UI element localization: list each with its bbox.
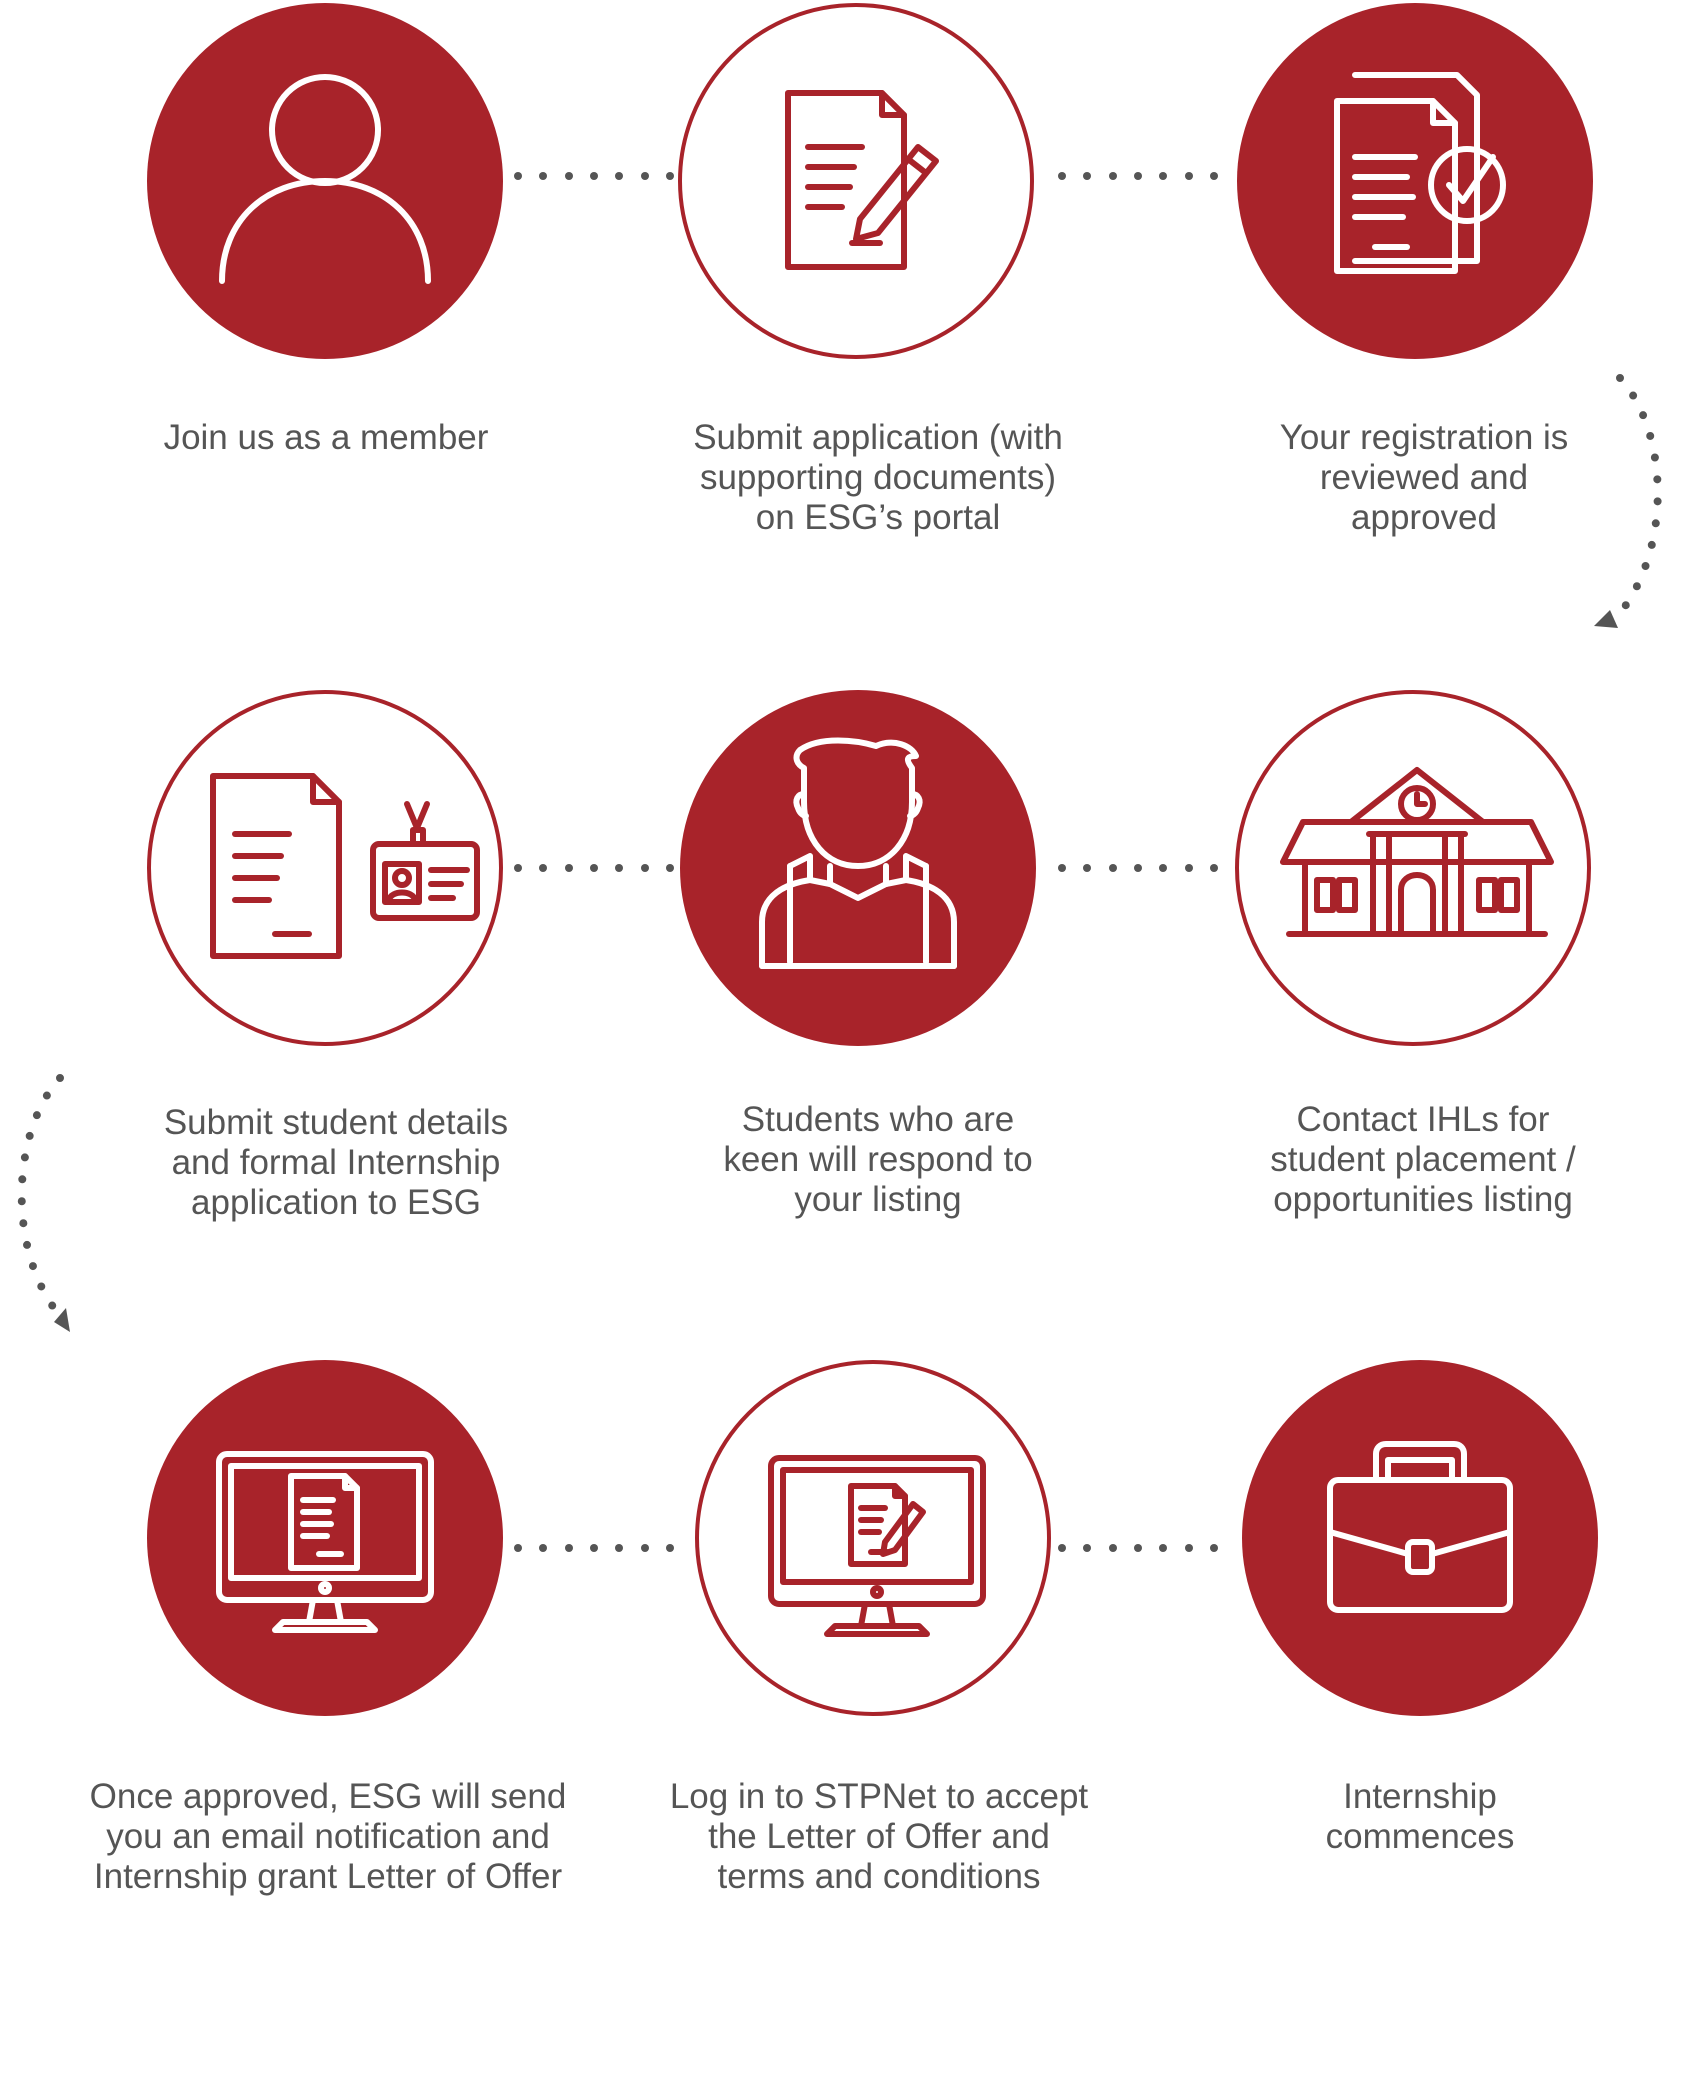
student-icon (759, 737, 957, 969)
step-2-circle (678, 3, 1034, 359)
monitor-document-pen-icon (768, 1455, 986, 1637)
document-id-card-icon (210, 773, 480, 959)
connector-7-8 (514, 1544, 674, 1552)
step-8-circle (695, 1360, 1051, 1716)
step-6-circle (147, 690, 503, 1046)
step-3-label: Your registration is reviewed and approv… (1279, 418, 1569, 537)
step-5-label: Students who are keen will respond to yo… (723, 1100, 1033, 1219)
step-7-circle (147, 1360, 503, 1716)
step-2-label: Submit application (with supporting docu… (693, 418, 1063, 537)
curved-arrow-right (1594, 374, 1662, 628)
connector-2-3 (1058, 172, 1218, 180)
connector-1-2 (514, 172, 674, 180)
step-9-circle (1242, 1360, 1598, 1716)
step-4-label: Contact IHLs for student placement / opp… (1270, 1100, 1576, 1219)
step-5-circle (680, 690, 1036, 1046)
school-building-icon (1280, 767, 1554, 937)
document-pen-icon (785, 90, 939, 270)
connector-5-4 (1058, 864, 1218, 872)
briefcase-icon (1327, 1441, 1513, 1613)
step-9-label: Internship commences (1325, 1777, 1515, 1856)
step-4-circle (1235, 690, 1591, 1046)
step-6-label: Submit student details and formal Intern… (163, 1103, 509, 1222)
curved-arrow-left (17, 1074, 70, 1332)
connector-6-5 (514, 864, 674, 872)
arrowhead-icon (54, 1308, 70, 1332)
step-7-label: Once approved, ESG will send you an emai… (89, 1777, 567, 1896)
step-3-circle (1237, 3, 1593, 359)
arrowhead-icon (1594, 610, 1618, 628)
monitor-document-icon (216, 1451, 434, 1633)
step-8-label: Log in to STPNet to accept the Letter of… (669, 1777, 1089, 1896)
step-1-label: Join us as a member (163, 418, 489, 457)
documents-check-icon (1334, 72, 1506, 274)
connector-8-9 (1058, 1544, 1218, 1552)
step-1-circle (147, 3, 503, 359)
person-icon (219, 74, 431, 284)
